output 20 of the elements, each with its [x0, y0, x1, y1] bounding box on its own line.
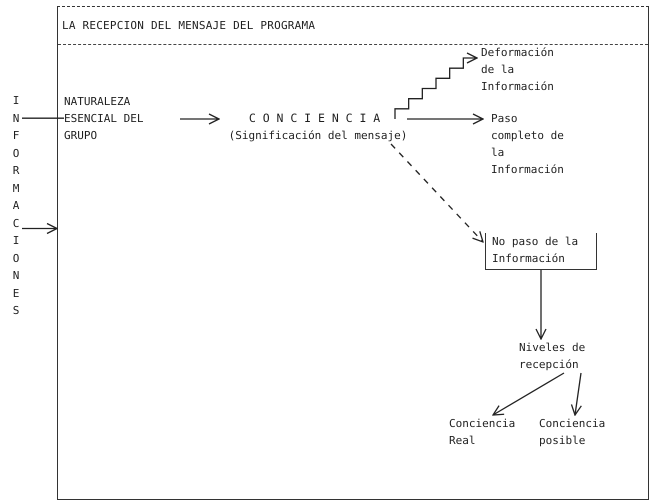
node-text: (Significación del mensaje)	[228, 128, 408, 144]
arrow	[570, 372, 582, 416]
arrow	[180, 113, 220, 125]
node-text: No paso de la Información	[492, 234, 580, 267]
node-text: NATURALEZA ESENCIAL DEL GRUPO	[64, 94, 144, 144]
node-text: CONCIENCIA	[248, 110, 388, 127]
node-text: Niveles de recepción	[519, 340, 586, 373]
frame-box	[57, 6, 649, 500]
arrow	[394, 52, 478, 119]
arrow	[390, 144, 484, 243]
arrow	[22, 222, 58, 234]
node-text: Deformación de la Información	[481, 45, 555, 95]
arrow	[407, 113, 484, 125]
vertical-label: INFORMACIONES	[12, 93, 20, 319]
node-text: LA RECEPCION DEL MENSAJE DEL PROGRAMA	[62, 19, 316, 32]
node-text: Paso completo de la Información	[491, 111, 565, 178]
arrow	[535, 270, 547, 340]
arrow	[492, 372, 564, 416]
node-text: Conciencia posible	[539, 416, 606, 449]
node-text: Conciencia Real	[449, 416, 516, 449]
